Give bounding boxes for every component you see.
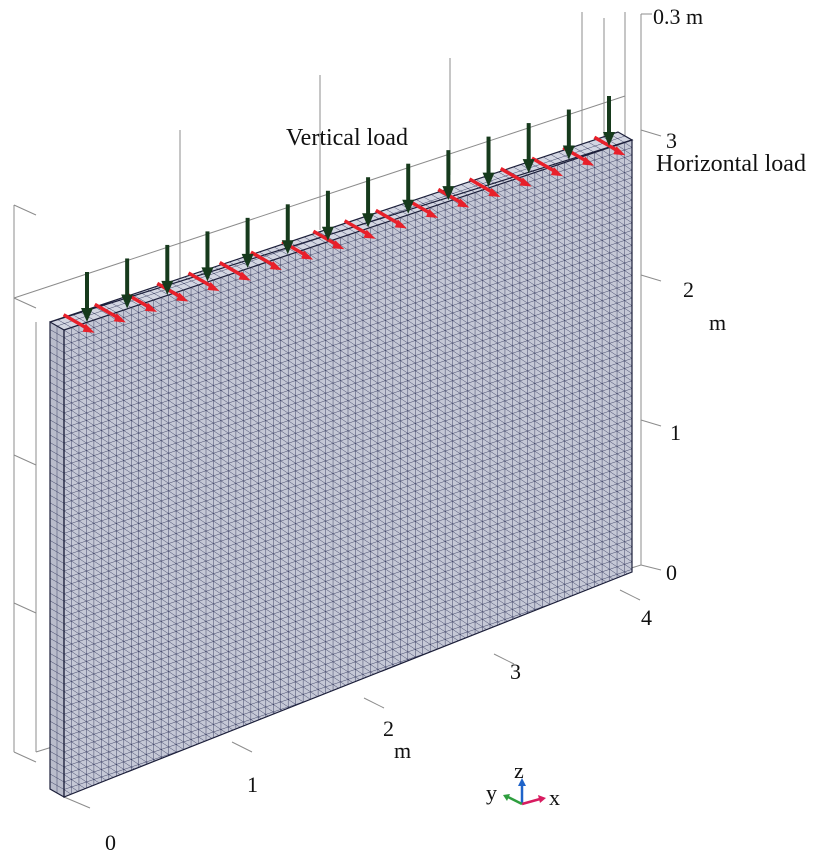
orientation-triad: z x y: [486, 758, 560, 810]
vertical-load-arrow: [81, 272, 93, 322]
vertical-load-arrows: [81, 96, 615, 322]
z-tick-0: 0: [666, 560, 677, 585]
z-tick-2: 2: [683, 277, 694, 302]
horizontal-load-arrow: [93, 302, 126, 323]
vertical-load-arrow: [603, 96, 615, 146]
horizontal-load-arrow: [374, 208, 407, 229]
x-tick-2: 2: [383, 716, 394, 741]
horizontal-load-arrow: [218, 261, 251, 281]
vertical-load-arrow: [161, 244, 174, 295]
vertical-load-arrow: [522, 123, 535, 174]
triad-z-label: z: [514, 758, 524, 783]
horizontal-load-arrow: [343, 219, 376, 239]
vertical-load-arrow: [321, 190, 334, 241]
vertical-load-arrow: [241, 217, 254, 268]
horizontal-load-arrow: [593, 135, 626, 156]
triad-x-label: x: [549, 785, 560, 810]
vertical-load-arrow: [482, 136, 495, 187]
horizontal-load-arrow: [499, 167, 532, 187]
horizontal-load-arrow: [187, 271, 220, 291]
wall-body: [49, 131, 634, 799]
vertical-load-arrow: [562, 109, 575, 160]
horizontal-load-arrow: [156, 281, 189, 302]
x-tick-1: 1: [247, 772, 258, 797]
horizontal-load-arrow: [250, 250, 282, 271]
z-tick-1: 1: [670, 420, 681, 445]
x-tick-3: 3: [510, 659, 521, 684]
horizontal-load-arrow: [62, 313, 95, 333]
vertical-load-arrow: [442, 150, 455, 201]
horizontal-load-label: Horizontal load: [656, 151, 806, 177]
x-tick-4: 4: [641, 605, 652, 630]
z-unit-label: m: [709, 310, 726, 335]
x-unit-label: m: [394, 738, 411, 763]
horizontal-load-arrow: [312, 229, 345, 250]
triad-y-label: y: [486, 780, 497, 805]
horizontal-load-arrow: [468, 177, 501, 197]
vertical-load-arrow: [402, 163, 415, 214]
z-tick-3: 3: [666, 128, 677, 153]
vertical-load-arrow: [121, 258, 134, 309]
vertical-load-arrow: [201, 231, 214, 282]
thickness-label: 0.3 m: [653, 4, 703, 29]
mesh-front: [50, 322, 64, 797]
horizontal-load-arrow: [531, 156, 563, 177]
vertical-load-arrow: [362, 177, 375, 228]
vertical-load-arrow: [281, 204, 294, 255]
horizontal-load-arrows: [62, 135, 626, 333]
mesh-side: [64, 140, 632, 797]
horizontal-load-arrow: [437, 187, 470, 208]
x-tick-0: 0: [105, 830, 116, 855]
vertical-load-label: Vertical load: [286, 125, 408, 151]
